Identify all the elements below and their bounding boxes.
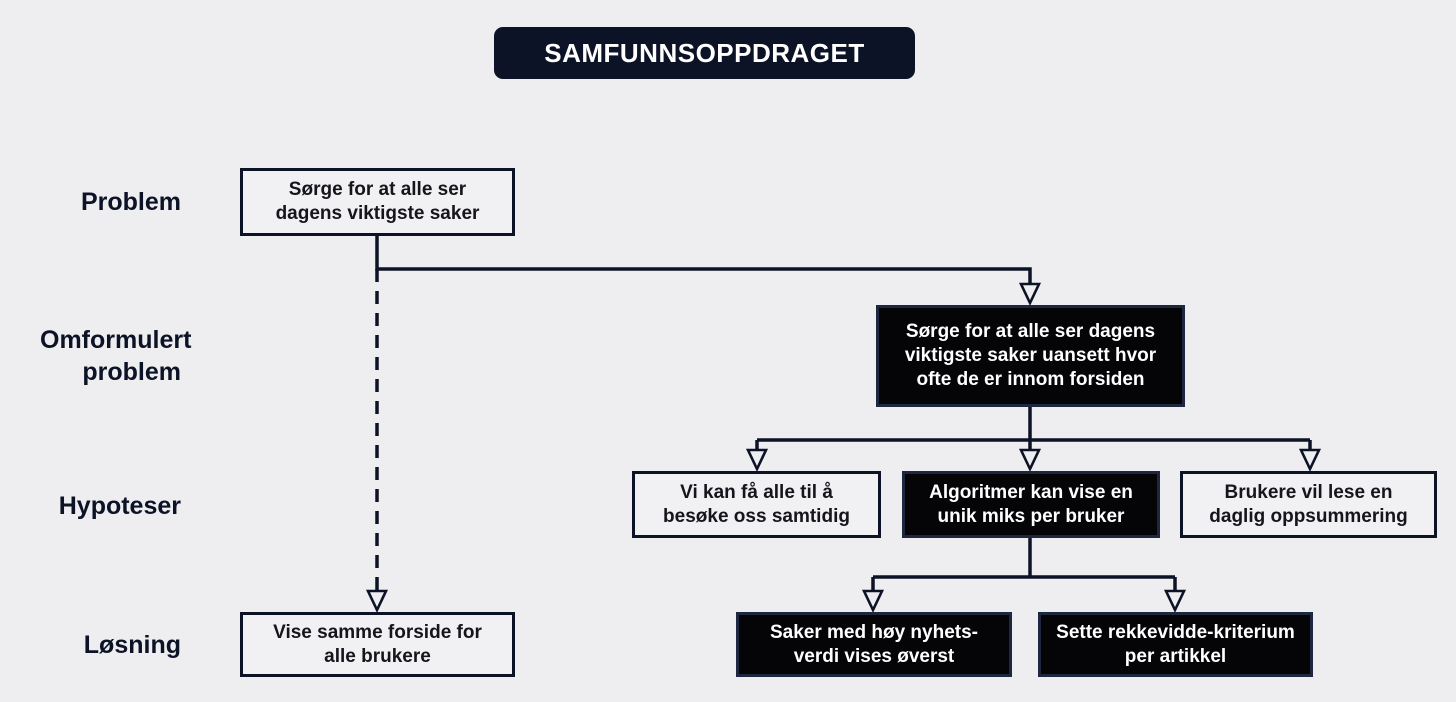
arrowhead-solution3 (1163, 589, 1187, 614)
diagram-title: SAMFUNNSOPPDRAGET (494, 27, 915, 79)
arrowhead-hypothesis2 (1018, 448, 1042, 473)
connector-reformulated-to-hypotheses (755, 407, 1312, 450)
node-hypothesis-2: Algoritmer kan vise en unik miks per bru… (902, 471, 1160, 538)
node-solution-3: Sette rekkevidde-kriterium per artikkel (1038, 612, 1313, 677)
row-label-hypotheses: Hypoteser (58, 492, 181, 520)
row-label-reformulated-problem: Omformulert problem (40, 326, 192, 386)
node-reformulated-problem: Sørge for at alle ser dagens viktigste s… (876, 305, 1185, 407)
arrowhead-reformulated (1018, 282, 1042, 307)
node-hypothesis-3: Brukere vil lese en daglig oppsummering (1180, 471, 1437, 538)
node-problem: Sørge for at alle ser dagens viktigste s… (240, 168, 515, 236)
node-solution-1: Vise samme forside for alle brukere (240, 612, 515, 677)
arrowhead-hypothesis1 (745, 448, 769, 473)
arrowhead-solution2 (861, 589, 885, 614)
connector-problem-to-reformulated (375, 236, 1032, 284)
row-label-problem: Problem (80, 188, 181, 216)
row-label-solution: Løsning (83, 631, 181, 659)
arrowhead-hypothesis3 (1298, 448, 1322, 473)
arrowhead-solution1 (365, 589, 389, 614)
node-solution-2: Saker med høy nyhets-verdi vises øverst (736, 612, 1012, 677)
node-hypothesis-1: Vi kan få alle til å besøke oss samtidig (632, 471, 881, 538)
connector-hypothesis2-to-solutions (871, 538, 1177, 591)
